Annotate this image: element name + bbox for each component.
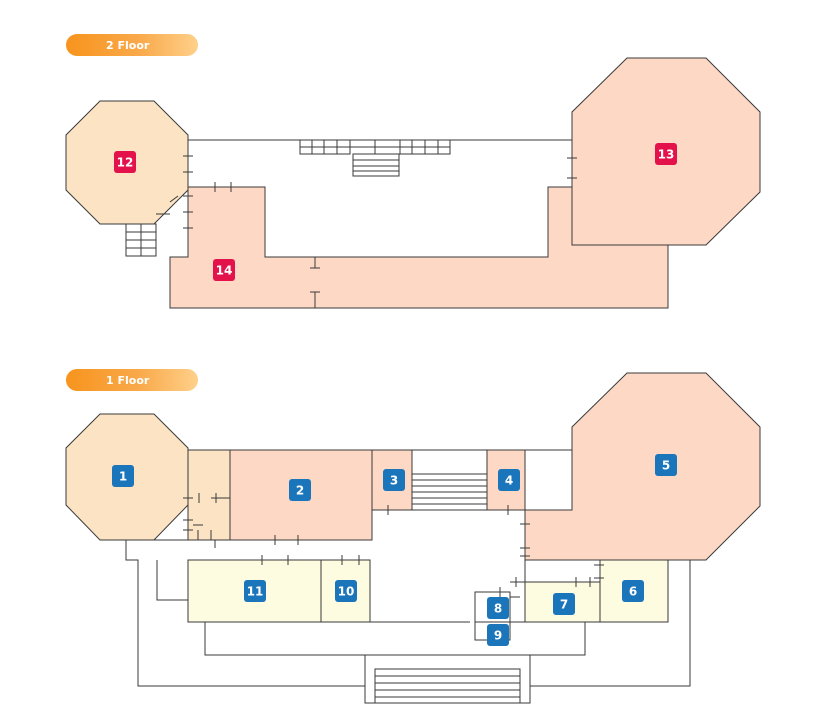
room-13-label: 13: [658, 148, 675, 162]
room-3-label: 3: [390, 474, 398, 488]
room-12-label: 12: [117, 156, 134, 170]
center-stairs-1f: [411, 449, 488, 511]
room-5-label: 5: [662, 459, 670, 473]
building-outline-1f: [125, 540, 691, 687]
room-6-badge[interactable]: 6: [622, 580, 644, 602]
room-7-badge[interactable]: 7: [553, 593, 575, 615]
room-7-label: 7: [560, 598, 568, 612]
courtyard-outline-2f: [264, 187, 549, 258]
room-2-label: 2: [296, 484, 304, 498]
door-markers-2f: [169, 155, 577, 308]
room-8-label: 8: [494, 602, 502, 616]
room-11-badge[interactable]: 11: [244, 580, 266, 602]
room-4-badge[interactable]: 4: [498, 469, 520, 491]
room-6-label: 6: [629, 585, 637, 599]
room-1-label: 1: [119, 470, 127, 484]
room-10-badge[interactable]: 10: [335, 580, 357, 602]
small-stairs-2f: [125, 213, 170, 257]
room-8-badge[interactable]: 8: [487, 597, 509, 619]
stairs-second-floor: [299, 139, 451, 177]
service-room-1f: [524, 449, 573, 511]
floor-label-2-text: 2 Floor: [106, 39, 150, 52]
room-14-badge[interactable]: 14: [213, 259, 235, 281]
room-2-badge[interactable]: 2: [289, 479, 311, 501]
room-10-label: 10: [338, 585, 355, 599]
room-13-badge[interactable]: 13: [655, 143, 677, 165]
room-3-badge[interactable]: 3: [383, 469, 405, 491]
floor-label-2[interactable]: 2 Floor: [66, 34, 198, 56]
room-14-label: 14: [216, 264, 233, 278]
room-7-upper-wall: [510, 560, 600, 583]
entrance-stairs-1f: [364, 654, 531, 704]
room-9-label: 9: [494, 629, 502, 643]
room-9-badge[interactable]: 9: [487, 624, 509, 646]
room-1-badge[interactable]: 1: [112, 465, 134, 487]
floor-label-1[interactable]: 1 Floor: [66, 369, 198, 391]
floor-label-1-text: 1 Floor: [106, 374, 150, 387]
room-11-label: 11: [247, 585, 264, 599]
second-floor-plan: 2 Floor: [65, 34, 761, 309]
first-floor-plan: 1 Floor: [65, 369, 761, 704]
door-markers-1f: [183, 493, 604, 598]
room-5-badge[interactable]: 5: [655, 454, 677, 476]
room-1-vestibule: [187, 449, 231, 541]
room-4-label: 4: [505, 474, 513, 488]
room-12-badge[interactable]: 12: [114, 151, 136, 173]
